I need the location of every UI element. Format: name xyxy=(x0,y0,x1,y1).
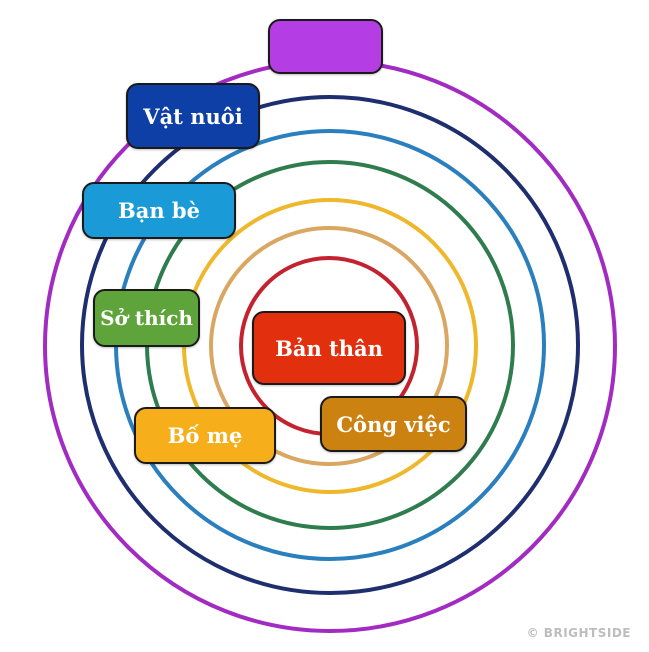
label-top-empty xyxy=(268,19,383,74)
label-vat-nuoi-text: Vật nuôi xyxy=(143,103,243,129)
label-cong-viec: Công việc xyxy=(320,396,467,452)
label-so-thich-text: Sở thích xyxy=(100,306,193,330)
label-ban-than: Bản thân xyxy=(252,311,406,385)
label-bo-me-text: Bố mẹ xyxy=(167,423,243,448)
label-so-thich: Sở thích xyxy=(93,289,200,347)
label-vat-nuoi: Vật nuôi xyxy=(126,83,260,149)
ring-2 xyxy=(209,226,449,466)
label-ban-be: Bạn bè xyxy=(82,182,236,239)
ring-6 xyxy=(80,95,580,595)
label-ban-be-text: Bạn bè xyxy=(118,198,200,223)
label-bo-me: Bố mẹ xyxy=(134,407,276,464)
watermark: © BRIGHTSIDE xyxy=(526,626,631,640)
label-cong-viec-text: Công việc xyxy=(336,411,451,437)
label-ban-than-text: Bản thân xyxy=(275,335,383,361)
